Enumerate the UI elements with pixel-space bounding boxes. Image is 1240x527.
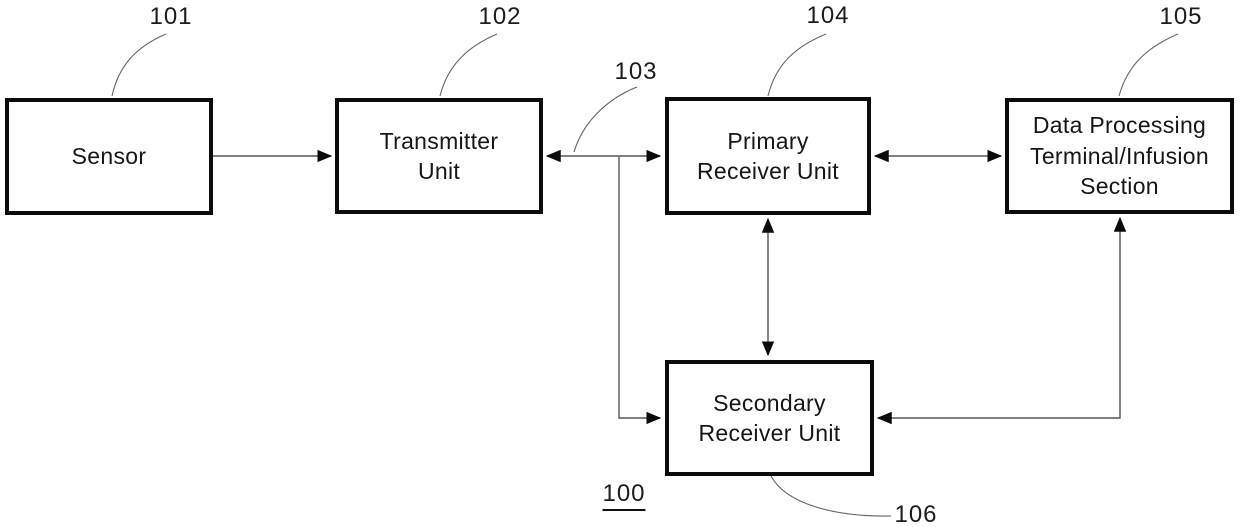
leader-101: [111, 33, 167, 97]
box-secondary-receiver-unit-line: Secondary: [713, 389, 826, 416]
leader-102: [439, 33, 498, 97]
box-sensor-line: Sensor: [71, 143, 147, 170]
leader-106: [770, 475, 892, 517]
box-transmitter-unit: Transmitter Unit: [335, 98, 543, 214]
ref-105-terminal: 105: [1159, 3, 1203, 30]
box-data-processing-terminal: Data Processing Terminal/Infusion Sectio…: [1005, 98, 1234, 214]
ref-104-primary: 104: [806, 2, 850, 29]
box-data-processing-terminal-line: Terminal/Infusion: [1030, 142, 1209, 169]
ref-101-sensor: 101: [149, 3, 193, 30]
connector-link-to-secondary: [618, 157, 662, 425]
box-transmitter-unit-line: Unit: [417, 158, 461, 184]
box-data-processing-terminal-line: Data Processing: [1032, 112, 1207, 139]
ref-103-link: 103: [614, 58, 658, 85]
ref-102-transmitter: 102: [478, 3, 522, 30]
box-transmitter-unit-label: Transmitter Unit: [380, 126, 499, 187]
leader-104: [767, 33, 827, 97]
box-secondary-receiver-unit-line: Receiver Unit: [698, 420, 841, 446]
box-primary-receiver-unit-line: Primary: [727, 127, 809, 154]
box-primary-receiver-unit-line: Receiver Unit: [697, 158, 839, 184]
box-sensor: Sensor: [5, 98, 213, 215]
box-secondary-receiver-unit: Secondary Receiver Unit: [665, 360, 874, 476]
leader-103: [573, 86, 638, 153]
box-secondary-receiver-unit-label: Secondary Receiver Unit: [699, 388, 841, 449]
box-data-processing-terminal-line: Section: [1080, 173, 1159, 200]
box-primary-receiver-unit: Primary Receiver Unit: [665, 97, 871, 215]
ref-106-secondary: 106: [894, 501, 938, 527]
box-transmitter-unit-line: Transmitter: [379, 127, 499, 154]
leader-105: [1118, 33, 1179, 97]
box-data-processing-terminal-label: Data Processing Terminal/Infusion Sectio…: [1030, 110, 1209, 201]
box-primary-receiver-unit-label: Primary Receiver Unit: [697, 126, 839, 187]
connector-terminal-secondary: [876, 216, 1127, 425]
box-sensor-label: Sensor: [72, 141, 147, 171]
figure-number: 100: [602, 482, 646, 511]
